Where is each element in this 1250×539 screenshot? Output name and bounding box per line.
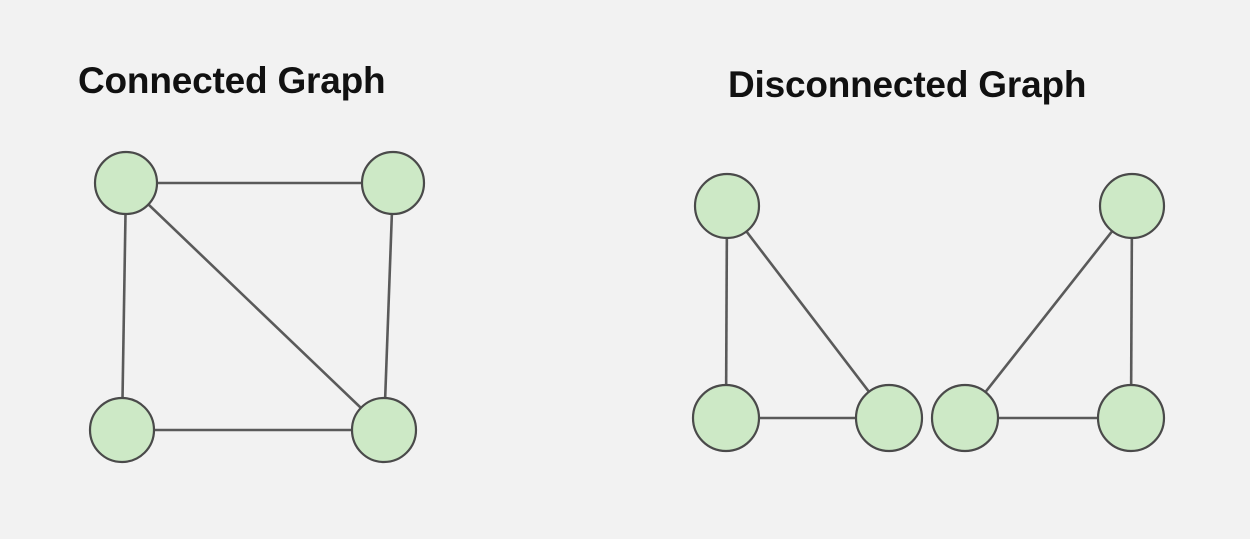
page-title-connected-graph: Connected Graph: [78, 60, 386, 101]
graph-node: [1098, 172, 1166, 240]
page-title-disconnected-graph: Disconnected Graph: [728, 64, 1087, 105]
connected-graph-diagram: [88, 150, 426, 464]
graph-node: [88, 396, 156, 464]
panel-connected-graph: Connected Graph: [0, 0, 620, 539]
graph-node: [693, 172, 761, 240]
graph-node: [930, 383, 1000, 453]
graph-edge: [724, 205, 729, 419]
disconnected-graph-diagram: [691, 172, 1166, 453]
graph-edge: [725, 205, 891, 419]
graph-edge: [382, 182, 395, 431]
graph-node: [1096, 383, 1166, 453]
graph-node: [854, 383, 924, 453]
graph-edge: [1129, 205, 1134, 419]
graph-node: [691, 383, 761, 453]
graph-node: [93, 150, 159, 216]
panel-disconnected-graph: Disconnected Graph: [620, 0, 1250, 539]
graph-node: [360, 150, 426, 216]
graph-edge: [125, 182, 385, 431]
graph-edge: [963, 205, 1134, 419]
graph-node: [350, 396, 418, 464]
graph-edge: [120, 182, 128, 431]
